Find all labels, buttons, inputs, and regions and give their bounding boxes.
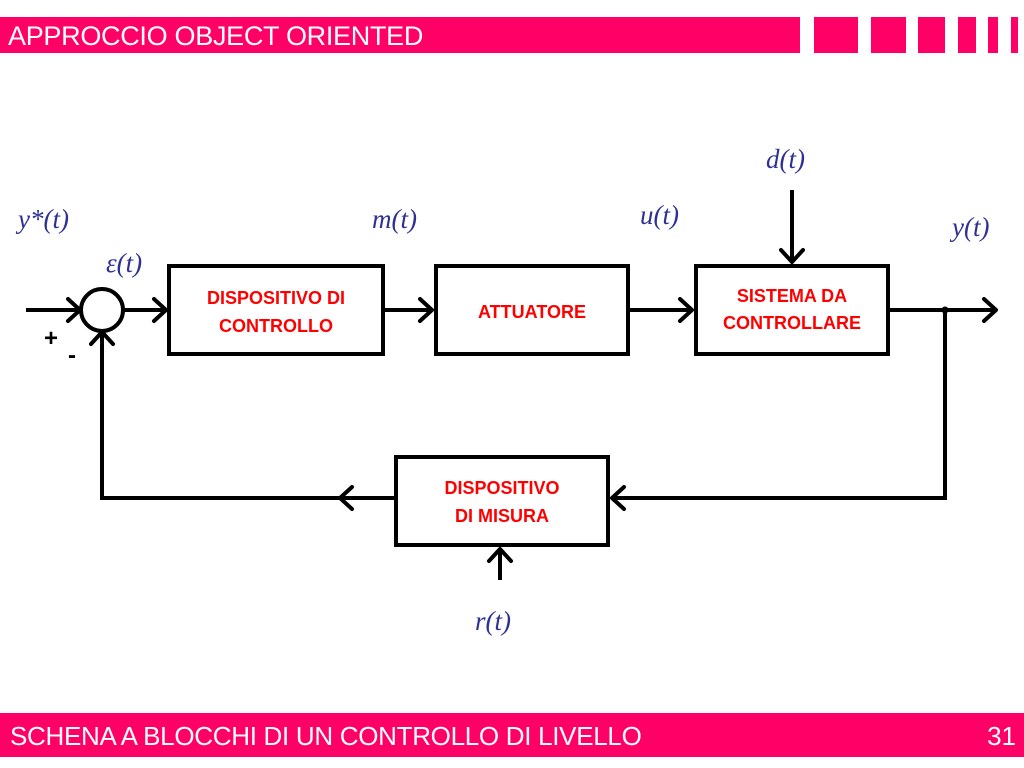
actuator-block: [434, 264, 630, 356]
control-arrowhead: [678, 297, 694, 323]
sensor-block: [394, 455, 610, 547]
control-signal-label: u(t): [640, 200, 679, 230]
header-deco-block-3: [918, 17, 945, 53]
feedback-arrowhead-junction: [89, 330, 115, 346]
disturbance-signal-label: d(t): [766, 144, 805, 174]
plant-label-line1: SISTEMA DA: [737, 286, 847, 306]
slide-title: APPROCCIO OBJECT ORIENTED: [8, 21, 424, 51]
header-deco-block-5: [988, 17, 998, 53]
controller-label-line2: CONTROLLO: [219, 316, 333, 336]
minus-sign: -: [68, 342, 76, 369]
header-deco-block-4: [958, 17, 976, 53]
error-signal-label: ε(t): [106, 248, 142, 278]
manipulated-arrowhead: [418, 297, 434, 323]
footer-bar: SCHENA A BLOCCHI DI UN CONTROLLO DI LIVE…: [0, 713, 1024, 757]
noise-arrowhead: [487, 547, 513, 563]
output-signal-label: y(t): [949, 212, 989, 242]
reference-signal-label: y*(t): [15, 204, 69, 234]
header-deco-block-1: [814, 17, 858, 53]
actuator-label: ATTUATORE: [478, 302, 586, 322]
feedback-arrowhead-junction-path: [338, 485, 354, 511]
controller-label-line1: DISPOSITIVO DI: [207, 288, 345, 308]
plus-sign: +: [44, 325, 58, 352]
noise-signal-label: r(t): [475, 606, 511, 636]
plant-label-line2: CONTROLLARE: [723, 313, 861, 333]
manipulated-signal-label: m(t): [372, 204, 417, 234]
summing-junction: [79, 287, 125, 333]
footer-text: SCHENA A BLOCCHI DI UN CONTROLLO DI LIVE…: [10, 721, 642, 751]
plant-block: [694, 264, 890, 356]
sensor-label-line2: DI MISURA: [455, 506, 549, 526]
error-arrowhead: [152, 297, 168, 323]
page-number: 31: [987, 721, 1016, 751]
controller-block: [167, 264, 385, 356]
feedback-arrowhead-sensor: [610, 485, 626, 511]
sensor-label-line1: DISPOSITIVO: [444, 478, 559, 498]
disturbance-arrowhead: [779, 248, 805, 264]
header-bar: APPROCCIO OBJECT ORIENTED: [0, 17, 800, 53]
feedback-line-to-junction: [100, 335, 396, 500]
feedback-line-to-sensor: [612, 310, 947, 500]
header-deco-block-2: [871, 17, 906, 53]
output-arrowhead: [982, 297, 998, 323]
header-deco-block-6: [1011, 17, 1018, 53]
